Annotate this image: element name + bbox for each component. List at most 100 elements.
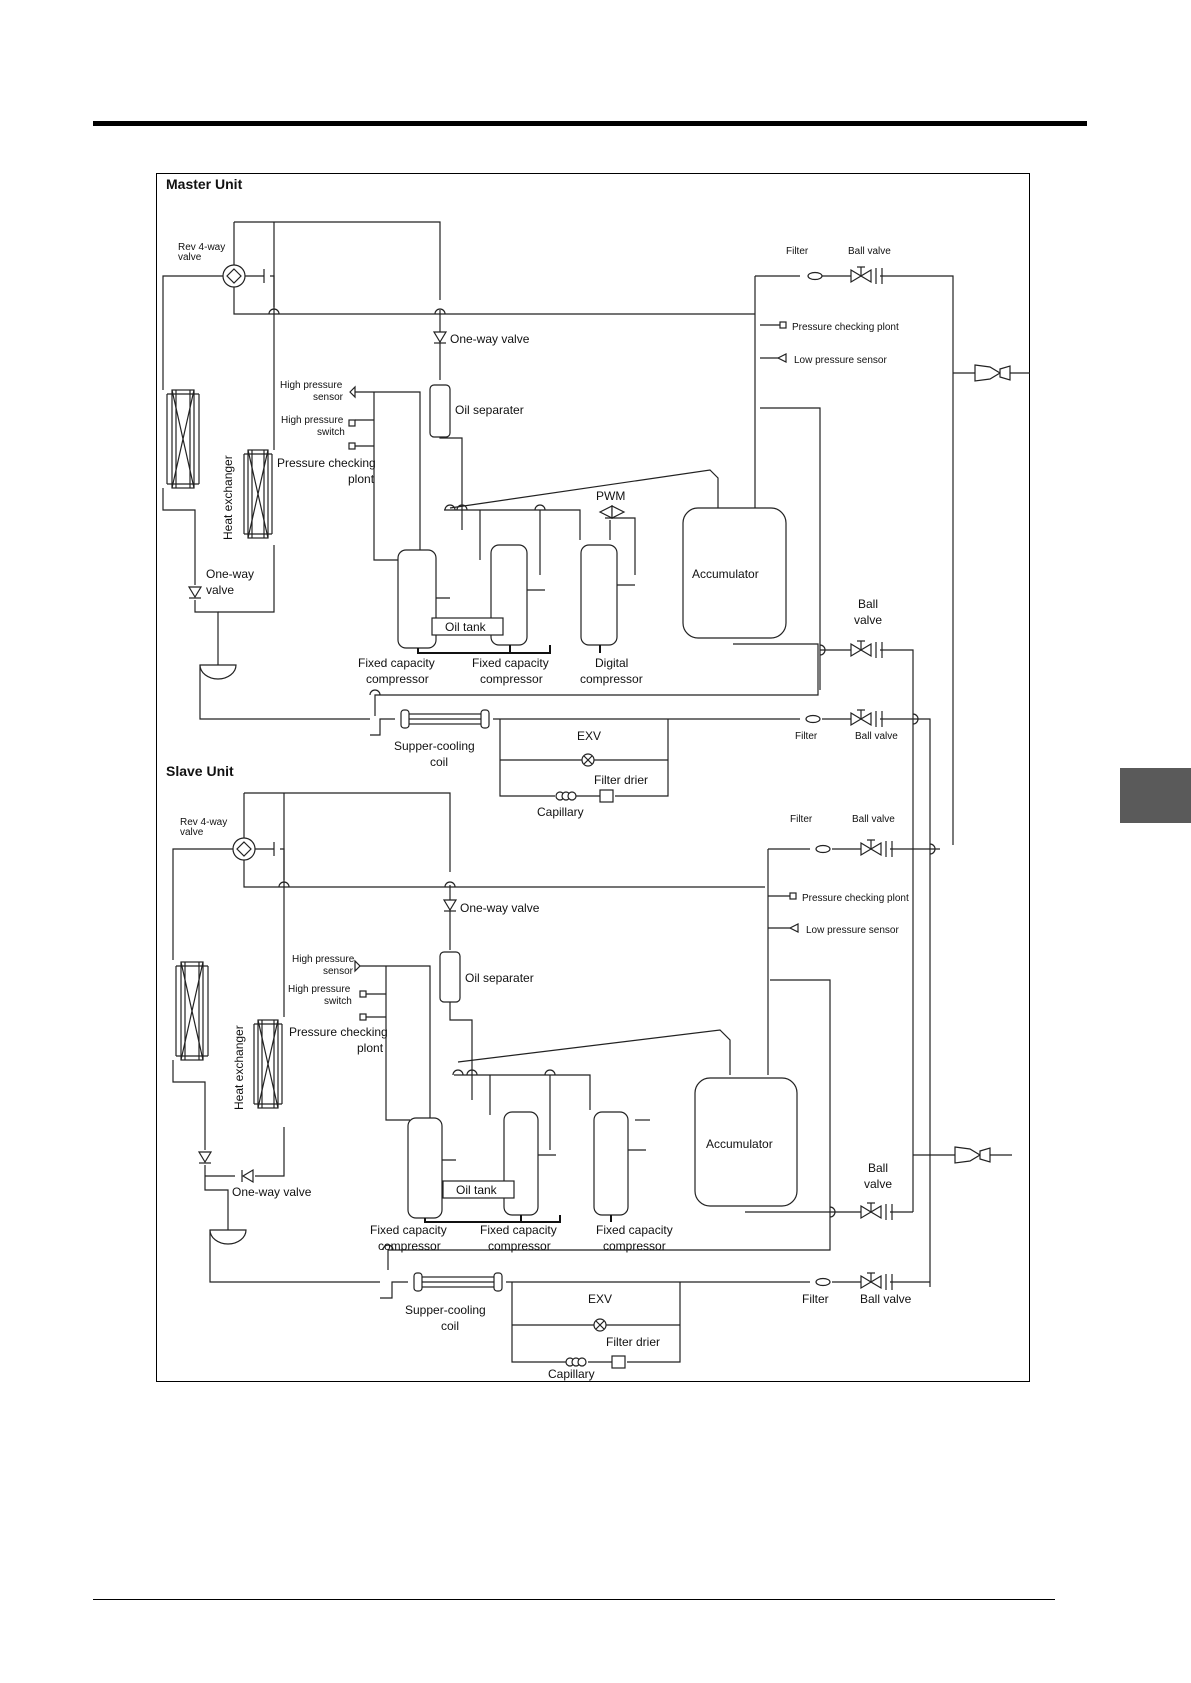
oil-tank-label: Oil tank: [445, 620, 487, 634]
slave-one-way-valve-left-icon: [198, 1151, 212, 1164]
compressor-2-label-2: compressor: [480, 672, 543, 686]
pcp-right-label: Pressure checking plont: [792, 322, 899, 333]
slave-compressor-2-icon: [503, 1111, 539, 1216]
hp-sensor-label-2: sensor: [313, 392, 344, 403]
slave-filter-top-icon: [815, 844, 831, 854]
slave-heat-exchanger-outer-icon: [175, 961, 209, 1061]
slave-filter-top-label: Filter: [790, 814, 813, 825]
filter-top-icon: [807, 271, 823, 281]
capillary-icon: [555, 791, 577, 801]
compressor-3-icon: [580, 544, 618, 646]
slave-compressor-1-label-2: compressor: [378, 1239, 441, 1253]
slave-filter-low-icon: [815, 1277, 831, 1287]
slave-one-way-left-label: One-way valve: [232, 1185, 312, 1199]
slave-exv-label: EXV: [588, 1292, 612, 1306]
slave-subcooling-coil-icon: [413, 1272, 503, 1292]
slave-compressor-3-icon: [593, 1111, 629, 1216]
slave-ball-valve-low-icon: [860, 1272, 893, 1291]
subcooling-label-1: Supper-cooling: [394, 739, 475, 753]
hp-switch-label-2: switch: [317, 427, 345, 438]
accumulator-label: Accumulator: [692, 567, 759, 581]
slave-rev-valve-label-1: Rev 4-way: [180, 817, 227, 828]
slave-rev-valve-label-2: valve: [180, 827, 204, 838]
slave-compressor-2-label-2: compressor: [488, 1239, 551, 1253]
slave-hp-switch-label-2: switch: [324, 996, 352, 1007]
ball-valve-top-label: Ball valve: [848, 246, 891, 257]
slave-heat-exchanger-label: Heat exchanger: [232, 1025, 246, 1110]
compressor-1-label-2: compressor: [366, 672, 429, 686]
diagram-frame: [156, 173, 1030, 1382]
capillary-label: Capillary: [537, 805, 584, 819]
accumulator-icon: [682, 507, 787, 639]
compressor-3-label-2: compressor: [580, 672, 643, 686]
slave-one-way-valve-right-icon: [241, 1169, 254, 1183]
slave-accumulator-icon: [694, 1077, 798, 1207]
ball-valve-top-icon: [850, 266, 883, 285]
slave-unit: Slave Unit: [166, 763, 1012, 1381]
slave-compressor-2-label-1: Fixed capacity: [480, 1223, 557, 1237]
slave-accumulator-label: Accumulator: [706, 1137, 773, 1151]
slave-pressure-check-point-right-icon: [789, 892, 797, 900]
ball-valve-mid-label-1: Ball: [858, 597, 878, 611]
slave-ball-valve-top-icon: [860, 839, 893, 858]
filter-low-label: Filter: [795, 731, 818, 742]
slave-capillary-label: Capillary: [548, 1367, 595, 1381]
slave-unit-title: Slave Unit: [166, 763, 234, 779]
slave-oil-tank-icon: [442, 1180, 515, 1199]
hp-sensor-label-1: High pressure: [280, 380, 343, 391]
slave-capillary-icon: [565, 1357, 587, 1367]
compressor-1-label-1: Fixed capacity: [358, 656, 435, 670]
slave-gas-liquid-separator-icon: [209, 1229, 247, 1245]
compressor-3-label-1: Digital: [595, 656, 628, 670]
slave-pcp-left-label-1: Pressure checking: [289, 1025, 388, 1039]
slave-compressor-1-icon: [407, 1117, 443, 1219]
filter-low-icon: [805, 714, 821, 724]
hp-switch-icon: [348, 419, 356, 427]
slave-filter-drier-icon: [611, 1355, 626, 1369]
slave-ball-valve-mid-icon: [860, 1202, 893, 1221]
pwm-label: PWM: [596, 489, 625, 503]
footer-rule: [93, 1599, 1055, 1600]
filter-drier-label: Filter drier: [594, 773, 648, 787]
heat-exchanger-inner-icon: [243, 449, 273, 539]
slave-subcooling-label-2: coil: [441, 1319, 459, 1333]
slave-heat-exchanger-inner-icon: [253, 1019, 283, 1109]
slave-one-way-top-label: One-way valve: [460, 901, 540, 915]
slave-lp-sensor-icon: [788, 923, 799, 933]
slave-pcp-left-label-2: plont: [357, 1041, 384, 1055]
slave-one-way-valve-top-icon: [443, 899, 457, 912]
slave-compressor-1-label-1: Fixed capacity: [370, 1223, 447, 1237]
rev-4-way-valve-icon: [222, 264, 265, 288]
filter-drier-icon: [599, 789, 614, 803]
heat-exchanger-label: Heat exchanger: [221, 455, 235, 540]
one-way-left-label-2: valve: [206, 583, 234, 597]
pressure-check-point-right-icon: [779, 321, 787, 329]
lp-sensor-icon: [776, 353, 787, 363]
rev-valve-label-2: valve: [178, 252, 202, 263]
slave-oil-separator-icon: [439, 951, 461, 1003]
slave-filter-low-label: Filter: [802, 1292, 829, 1306]
slave-ball-valve-mid-label-1: Ball: [868, 1161, 888, 1175]
oil-separator-icon: [429, 384, 451, 438]
slave-hp-switch-label-1: High pressure: [288, 984, 351, 995]
subcooling-coil-icon: [400, 709, 490, 729]
ball-valve-low-label: Ball valve: [855, 731, 898, 742]
slave-subcooling-label-1: Supper-cooling: [405, 1303, 486, 1317]
slave-pcp-right-label: Pressure checking plont: [802, 893, 909, 904]
rev-valve-label-1: Rev 4-way: [178, 242, 225, 253]
slave-hp-sensor-label-1: High pressure: [292, 954, 355, 965]
slave-oil-tank-label: Oil tank: [456, 1183, 498, 1197]
main-pipe-joint-top-icon: [974, 364, 1002, 382]
slave-pressure-check-point-left-icon: [359, 1013, 367, 1021]
compressor-1-icon: [397, 549, 437, 649]
slave-lp-sensor-label: Low pressure sensor: [806, 925, 899, 936]
ball-valve-low-icon: [850, 709, 883, 728]
oil-separator-label: Oil separater: [455, 403, 524, 417]
oil-tank-icon: [431, 617, 504, 636]
hp-switch-label-1: High pressure: [281, 415, 344, 426]
master-unit: Master Unit: [162, 176, 1030, 1287]
chapter-tab: [1120, 768, 1191, 823]
heat-exchanger-outer-icon: [166, 389, 200, 489]
master-unit-title: Master Unit: [166, 176, 243, 192]
